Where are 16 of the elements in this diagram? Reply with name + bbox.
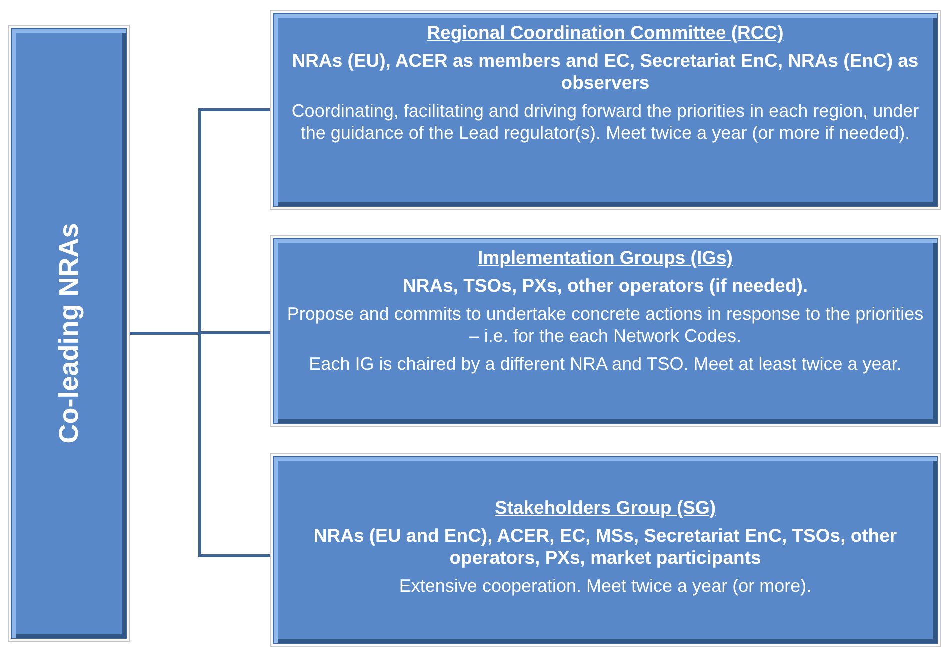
members-text: NRAs (EU and EnC), ACER, EC, MSs, Secretariat EnC, TSOs, other operators, PXs, market participants <box>312 525 898 569</box>
group-box <box>274 457 937 643</box>
lead-box <box>12 29 126 638</box>
group-title: Implementation Groups (IGs) <box>478 247 733 269</box>
description-text: Extensive cooperation. Meet twice a year (or more). <box>399 575 812 597</box>
description-text: Coordinating, facilitating and driving forward the priorities in each region, under the guidance of the Lead regulator(s). Meet twice a year (or more if needed). <box>290 100 920 144</box>
group-title: Stakeholders Group (SG) <box>494 497 716 519</box>
members-text: NRAs, TSOs, PXs, other operators (if needed). <box>402 275 808 297</box>
description-text: Propose and commits to undertake concrete actions in response to the priorities – i.e. for the each Network Codes. <box>286 303 925 347</box>
group-box <box>274 239 937 423</box>
group-title: Regional Coordination Committee (RCC) <box>427 22 784 44</box>
lead-label: Co-leading NRAs <box>54 223 84 444</box>
description-text: Each IG is chaired by a different NRA and TSO. Meet at least twice a year. <box>309 353 902 375</box>
connector-line <box>130 332 270 558</box>
group-box <box>274 14 937 206</box>
members-text: NRAs (EU), ACER as members and EC, Secretariat EnC, NRAs (EnC) as observers <box>291 50 920 94</box>
